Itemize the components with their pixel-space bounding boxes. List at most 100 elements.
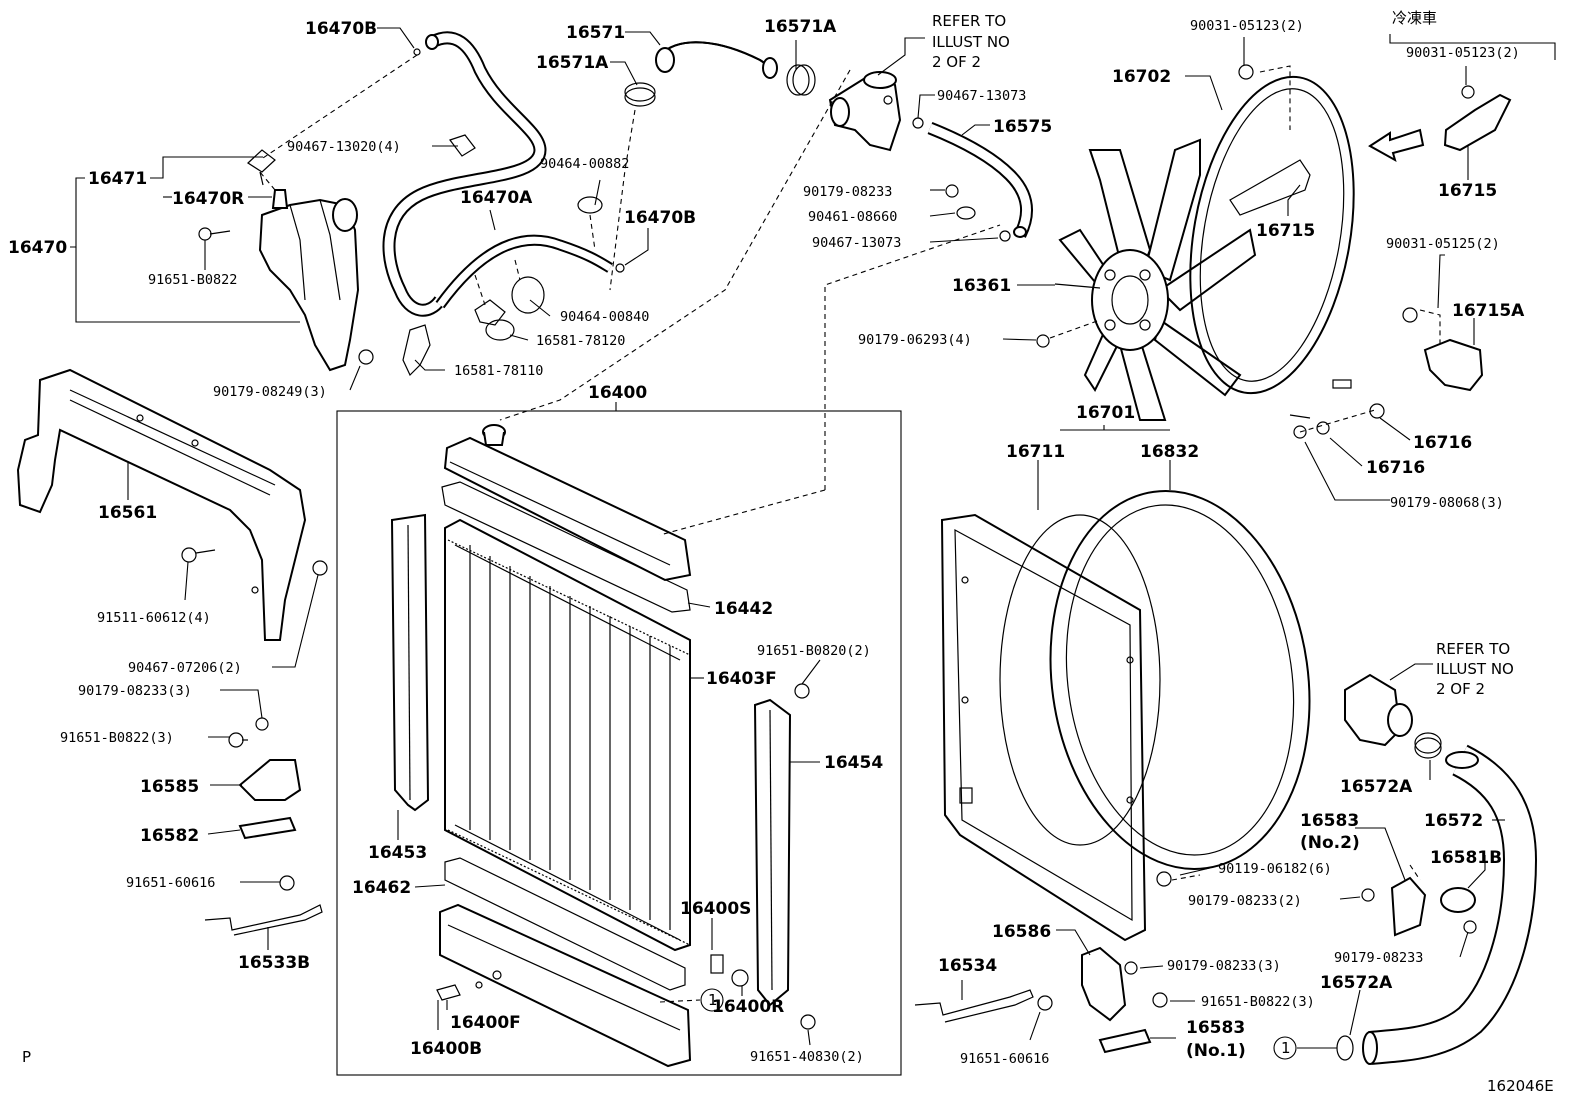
radiator-assembly-box [336,410,902,1076]
label-16711: 16711 [1006,442,1065,462]
label-16832: 16832 [1140,442,1199,462]
label-91651-B0822: 91651-B0822 [148,272,237,288]
radiator-core-16403F [444,518,691,952]
label-90031-05123-variant: 90031-05123(2) [1406,45,1520,61]
gasket-16462 [444,857,686,991]
label-16581-78120: 16581-78120 [536,333,625,349]
label-91651-B0820: 91651-B0820(2) [757,643,871,659]
label-refrigerator-vehicle: 冷凍車 [1392,9,1437,27]
label-90464-00840: 90464-00840 [560,309,649,325]
label-16583-no1: 16583 [1186,1018,1245,1038]
label-91651-60616-right: 91651-60616 [960,1051,1049,1067]
label-16702: 16702 [1112,67,1171,87]
label-16400S: 16400S [680,899,751,919]
refer-note-bottom-line2: ILLUST NO [1436,660,1514,678]
label-16715A: 16715A [1452,301,1525,321]
leader-lines [70,27,1556,1049]
lower-tank [439,903,692,1068]
clamp-16571A-left [624,82,656,102]
clamp-16581B [1440,887,1476,913]
label-16470R: 16470R [172,189,244,209]
label-16400R: 16400R [712,997,784,1017]
label-90464-00882: 90464-00882 [540,156,629,172]
label-16453: 16453 [368,843,427,863]
label-16715-variant: 16715 [1438,181,1497,201]
reserve-tank-16470 [258,198,360,372]
label-90179-08233-3-left: 90179-08233(3) [78,683,192,699]
label-90179-08233-fan: 90179-08233 [803,184,892,200]
label-16585: 16585 [140,777,199,797]
label-91651-40830: 91651-40830(2) [750,1049,864,1065]
label-16400: 16400 [588,383,647,403]
water-inlet [1344,673,1402,747]
refer-note-top-line1: REFER TO [932,12,1006,30]
label-16572A-lower: 16572A [1320,973,1393,993]
gasket-16442 [441,481,691,613]
label-90461-08660: 90461-08660 [808,209,897,225]
cooling-fan-16361 [1036,138,1257,421]
upper-hose-16571 [659,41,776,71]
label-16470: 16470 [8,238,67,258]
bracket-16586 [1081,946,1127,1022]
label-16470B-top: 16470B [305,19,377,39]
label-16583-no1-sub: (No.1) [1186,1041,1246,1061]
label-16361: 16361 [952,276,1011,296]
label-90119-06182: 90119-06182(6) [1218,861,1332,877]
side-member-16453 [390,513,430,812]
label-90179-08233-3-right: 90179-08233(3) [1167,958,1281,974]
label-16586: 16586 [992,922,1051,942]
label-16701: 16701 [1076,403,1135,423]
refer-note-bottom-line1: REFER TO [1436,640,1510,658]
refer-note-top-line2: ILLUST NO [932,33,1010,51]
label-16581B: 16581B [1430,848,1502,868]
shroud-16711 [940,513,1147,942]
fan-ring-16832 [1049,490,1311,870]
label-16462: 16462 [352,878,411,898]
side-member-16454 [753,698,792,1007]
label-90467-13073-fan: 90467-13073 [812,235,901,251]
label-16470B-mid: 16470B [624,208,696,228]
label-16400F: 16400F [450,1013,521,1033]
part-labels: 16470B 16571 16571A 16571A REFER TO ILLU… [8,9,1525,1067]
label-16571A-right: 16571A [764,17,837,37]
fan-shroud-16702 [1189,75,1355,395]
label-16533B: 16533B [238,953,310,973]
dashed-reference-lines [259,54,1441,1003]
parts-drawings [16,31,1538,1076]
refer-note-bottom-line3: 2 OF 2 [1436,680,1485,698]
label-16572: 16572 [1424,811,1483,831]
circle-ref-radiator: 1 [708,991,718,1009]
label-16470A: 16470A [460,188,533,208]
label-16571A-left: 16571A [536,53,609,73]
label-16715-shroud: 16715 [1256,221,1315,241]
label-16454: 16454 [824,753,883,773]
label-90179-08233-hose: 90179-08233 [1334,950,1423,966]
label-16716-upper: 16716 [1413,433,1472,453]
bracket-16715A [1423,338,1484,392]
label-16572A-upper: 16572A [1340,777,1413,797]
label-91511-60612: 91511-60612(4) [97,610,211,626]
circle-references: 1 1 [700,988,1297,1060]
label-16561: 16561 [98,503,157,523]
label-90467-13020: 90467-13020(4) [287,139,401,155]
label-90179-08233-2: 90179-08233(2) [1188,893,1302,909]
refer-note-top-line3: 2 OF 2 [932,53,981,71]
label-16581-78110: 16581-78110 [454,363,543,379]
corner-marker: P [22,1048,31,1066]
upper-tank [443,436,692,582]
label-16575: 16575 [993,117,1052,137]
radiator-support-16561 [16,368,307,641]
label-90179-08068: 90179-08068(3) [1390,495,1504,511]
label-90467-13073-top: 90467-13073 [937,88,1026,104]
label-16583-no2-sub: (No.2) [1300,833,1360,853]
label-16571: 16571 [566,23,625,43]
label-16442: 16442 [714,599,773,619]
label-90179-08249: 90179-08249(3) [213,384,327,400]
bracket-16585 [238,759,302,801]
rod-16534 [914,989,1034,1023]
label-91651-B0822-3-left: 91651-B0822(3) [60,730,174,746]
direction-arrow [1368,128,1425,163]
label-90031-05123-shroud: 90031-05123(2) [1190,18,1304,34]
label-16400B: 16400B [410,1039,482,1059]
